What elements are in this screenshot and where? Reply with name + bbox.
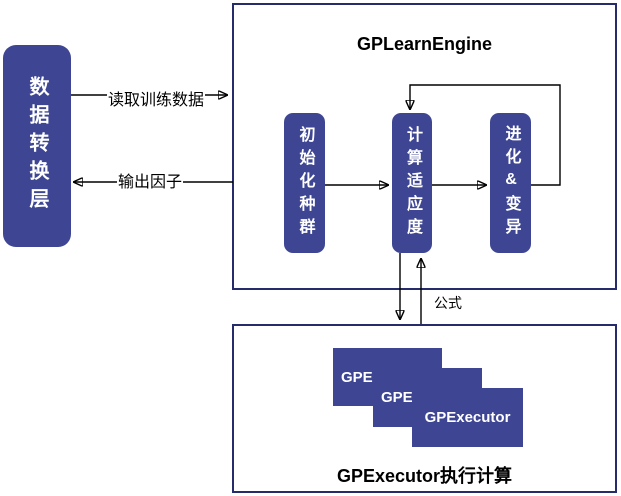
step-compute-fitness-label: 计算适应度 — [404, 125, 421, 241]
gplearn-engine-title: GPLearnEngine — [356, 34, 493, 54]
step-evolve-mutate-node: 进化&变异 — [490, 113, 531, 253]
edge-label-output-factors: 输出因子 — [116, 174, 184, 191]
data-transform-layer-label: 数据转换层 — [26, 76, 48, 216]
step-compute-fitness-node: 计算适应度 — [392, 113, 432, 253]
gpe-card-back-label: GPE — [341, 368, 373, 386]
gpexecutor-card-front: GPExecutor — [412, 388, 523, 447]
data-transform-layer-node: 数据转换层 — [3, 45, 71, 247]
step-init-population-label: 初始化种群 — [296, 125, 314, 241]
gpexecutor-caption: GPExecutor执行计算 — [336, 466, 513, 486]
step-evolve-mutate-label: 进化&变异 — [502, 125, 520, 241]
edge-label-formula: 公式 — [433, 295, 463, 312]
edge-label-read-training-data: 读取训练数据 — [106, 92, 206, 109]
gpexecutor-frame: GPE GPE GPExecutor GPExecutor执行计算 — [232, 324, 617, 493]
gpe-card-middle-label: GPE — [381, 389, 413, 406]
step-init-population-node: 初始化种群 — [284, 113, 325, 253]
gpexecutor-card-front-label: GPExecutor — [424, 409, 511, 426]
